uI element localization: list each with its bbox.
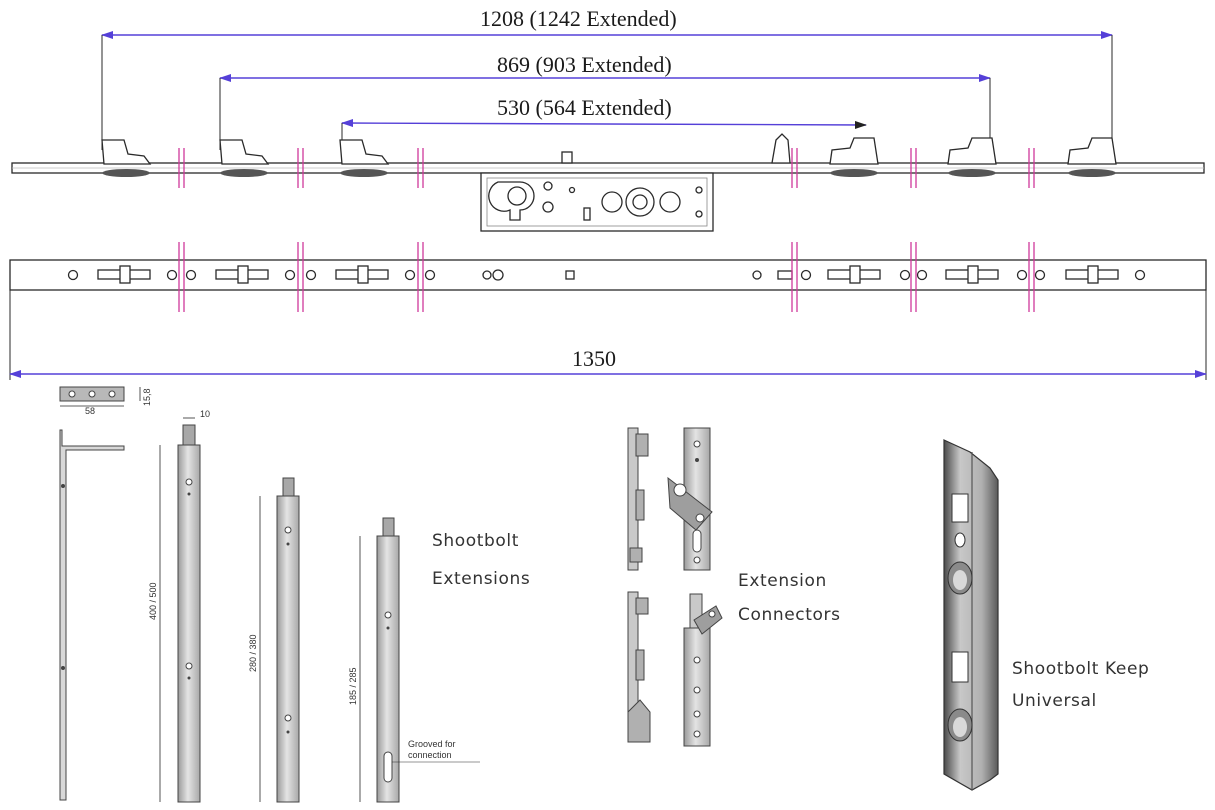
cut-marks — [178, 148, 1035, 312]
rod-width-label: 10 — [200, 409, 210, 419]
extension-connectors-label-line2: Connectors — [738, 605, 841, 625]
hook-cam-6 — [1067, 137, 1117, 177]
dimension-outer-label: 1208 (1242 Extended) — [480, 6, 677, 31]
dimension-middle: 869 (903 Extended) — [219, 52, 991, 150]
rod-c-length-label: 185 / 285 — [348, 667, 358, 705]
front-view-slots — [67, 265, 1146, 284]
plate-width-label: 58 — [85, 406, 95, 416]
latch-stub — [561, 151, 573, 164]
hook-cam-5 — [947, 137, 997, 177]
shootbolt-keep-label-line1: Shootbolt Keep — [1012, 659, 1149, 679]
extension-connector-side-lower — [627, 591, 651, 743]
hook-cam-3 — [339, 139, 390, 177]
shootbolt-extensions-label-line2: Extensions — [432, 569, 530, 589]
groove-note-line1: Grooved for — [408, 739, 456, 749]
extension-connector-side-upper — [627, 427, 649, 571]
plate-height-label: 15,8 — [142, 388, 152, 406]
shootbolt-rod-1: 400 / 500 10 — [148, 409, 210, 803]
rod-a-length-label: 400 / 500 — [148, 582, 158, 620]
dimension-overall: 1350 — [9, 290, 1207, 380]
shootbolt-rod-3: 185 / 285 Grooved for connection — [348, 517, 480, 803]
deadbolt-tongue — [771, 133, 791, 164]
extension-connector-front-lower — [683, 593, 723, 747]
extension-connectors-label-line1: Extension — [738, 571, 827, 591]
dimension-inner-label: 530 (564 Extended) — [497, 95, 672, 120]
extension-connector-front-upper — [667, 427, 713, 571]
connector-plate: 58 15,8 — [59, 386, 152, 416]
lock-front-view — [9, 259, 1207, 291]
shootbolt-keep — [943, 439, 999, 791]
groove-note-line2: connection — [408, 750, 452, 760]
hook-cam-1 — [101, 139, 152, 177]
dimension-middle-label: 869 (903 Extended) — [497, 52, 672, 77]
dimension-outer: 1208 (1242 Extended) — [101, 6, 1113, 150]
hook-cam-4 — [829, 137, 879, 177]
shootbolt-keep-label-line2: Universal — [1012, 691, 1097, 711]
gearbox — [480, 172, 714, 232]
hook-cam-2 — [219, 139, 270, 177]
shootbolt-rod-2: 280 / 380 — [248, 477, 300, 803]
shootbolt-extensions-label-line1: Shootbolt — [432, 531, 519, 551]
rod-b-length-label: 280 / 380 — [248, 634, 258, 672]
l-shaped-rod — [59, 429, 125, 801]
dimension-overall-label: 1350 — [572, 346, 616, 371]
lock-side-view — [11, 133, 1205, 232]
